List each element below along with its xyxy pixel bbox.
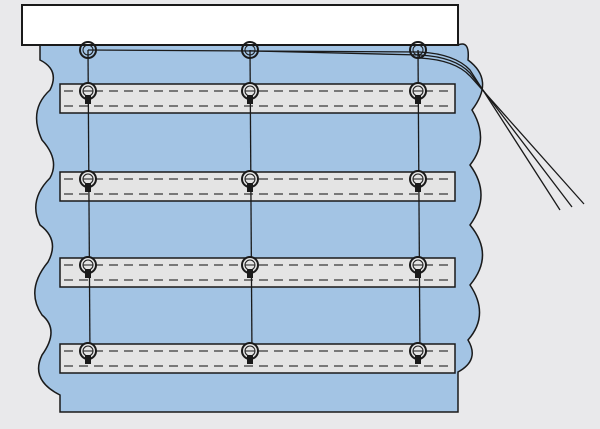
ring-stitch-knot [415, 269, 421, 278]
ring-stitch-knot [85, 183, 91, 192]
slat [59, 257, 456, 288]
ring-stitch-knot [415, 183, 421, 192]
ring [82, 44, 94, 56]
ring-stitch-knot [247, 95, 253, 104]
ring-stitch-knot [85, 95, 91, 104]
ring [409, 41, 427, 59]
pull-cord [87, 49, 561, 211]
ring-stitch-knot [85, 355, 91, 364]
blind-fabric [34, 43, 484, 413]
ring-stitch-knot [247, 183, 253, 192]
headrail [21, 4, 459, 46]
ring-stitch-knot [85, 269, 91, 278]
ring [412, 44, 424, 56]
ring [79, 41, 97, 59]
ring [244, 44, 256, 56]
ring-stitch-knot [415, 95, 421, 104]
ring-stitch-knot [247, 355, 253, 364]
ring [241, 41, 259, 59]
ring-stitch-knot [247, 269, 253, 278]
ring-stitch-knot [415, 355, 421, 364]
